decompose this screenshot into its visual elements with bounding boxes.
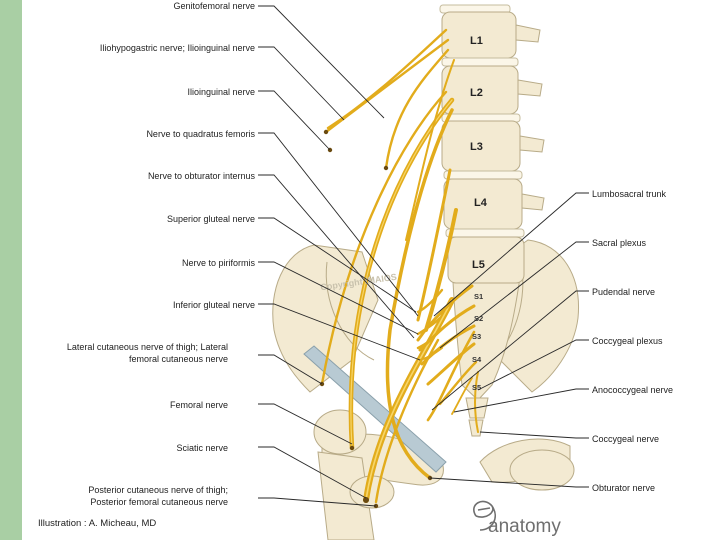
sacral-label-S2: S2 <box>474 314 483 323</box>
label-sacral-plexus: Sacral plexus <box>592 238 647 248</box>
label-posterior-cutaneous-nerve-of-thigh-line1: Posterior cutaneous nerve of thigh; <box>88 485 228 495</box>
label-lateral-cutaneous-nerve-of-thigh-line2: femoral cutaneous nerve <box>129 354 228 364</box>
label-iliohypogastric-nerve: Iliohypogastric nerve; Ilioinguinal nerv… <box>100 43 255 53</box>
illustration-credit: Illustration : A. Micheau, MD <box>38 518 156 529</box>
sacral-label-S4: S4 <box>472 355 482 364</box>
vertebra-label-L5: L5 <box>472 259 485 271</box>
label-coccygeal-plexus: Coccygeal plexus <box>592 336 663 346</box>
label-nerve-to-quadratus-femoris: Nerve to quadratus femoris <box>146 129 255 139</box>
e-anatomy-logo: anatomy <box>473 500 561 537</box>
left-labels: Genitofemoral nerve Iliohypogastric nerv… <box>67 1 421 507</box>
sacral-label-S5: S5 <box>472 383 481 392</box>
lumbosacral-plexus-illustration: L1 L2 L3 L4 L5 S1 S2 S3 S4 S5 Copyright … <box>22 0 720 540</box>
label-ilioinguinal-nerve: Ilioinguinal nerve <box>187 87 255 97</box>
label-superior-gluteal-nerve: Superior gluteal nerve <box>167 214 255 224</box>
label-inferior-gluteal-nerve: Inferior gluteal nerve <box>173 300 255 310</box>
right-labels: Lumbosacral trunk Sacral plexus Pudendal… <box>429 189 673 493</box>
vertebra-label-L2: L2 <box>470 87 483 99</box>
inguinal-ligament <box>303 345 447 473</box>
label-lumbosacral-trunk: Lumbosacral trunk <box>592 189 667 199</box>
label-nerve-to-obturator-internus: Nerve to obturator internus <box>148 171 256 181</box>
label-femoral-nerve: Femoral nerve <box>170 400 228 410</box>
label-sciatic-nerve: Sciatic nerve <box>176 443 228 453</box>
label-genitofemoral-nerve: Genitofemoral nerve <box>173 1 255 11</box>
label-coccygeal-nerve: Coccygeal nerve <box>592 434 659 444</box>
sacral-label-S3: S3 <box>472 332 481 341</box>
lumbar-vertebrae <box>439 4 545 284</box>
vertebra-label-L4: L4 <box>474 197 488 209</box>
slide-side-bar <box>0 0 22 540</box>
sacral-label-S1: S1 <box>474 292 483 301</box>
label-obturator-nerve: Obturator nerve <box>592 483 655 493</box>
label-pudendal-nerve: Pudendal nerve <box>592 287 655 297</box>
vertebra-label-L3: L3 <box>470 141 483 153</box>
label-nerve-to-piriformis: Nerve to piriformis <box>182 258 256 268</box>
label-anococcygeal-nerve: Anococcygeal nerve <box>592 385 673 395</box>
nerve-paths <box>319 28 479 509</box>
anatomy-diagram: L1 L2 L3 L4 L5 S1 S2 S3 S4 S5 Copyright … <box>38 1 673 540</box>
label-posterior-cutaneous-nerve-of-thigh-line2: Posterior femoral cutaneous nerve <box>90 497 228 507</box>
label-lateral-cutaneous-nerve-of-thigh-line1: Lateral cutaneous nerve of thigh; Latera… <box>67 342 228 352</box>
vertebra-label-L1: L1 <box>470 35 483 47</box>
logo-text: anatomy <box>488 516 561 537</box>
